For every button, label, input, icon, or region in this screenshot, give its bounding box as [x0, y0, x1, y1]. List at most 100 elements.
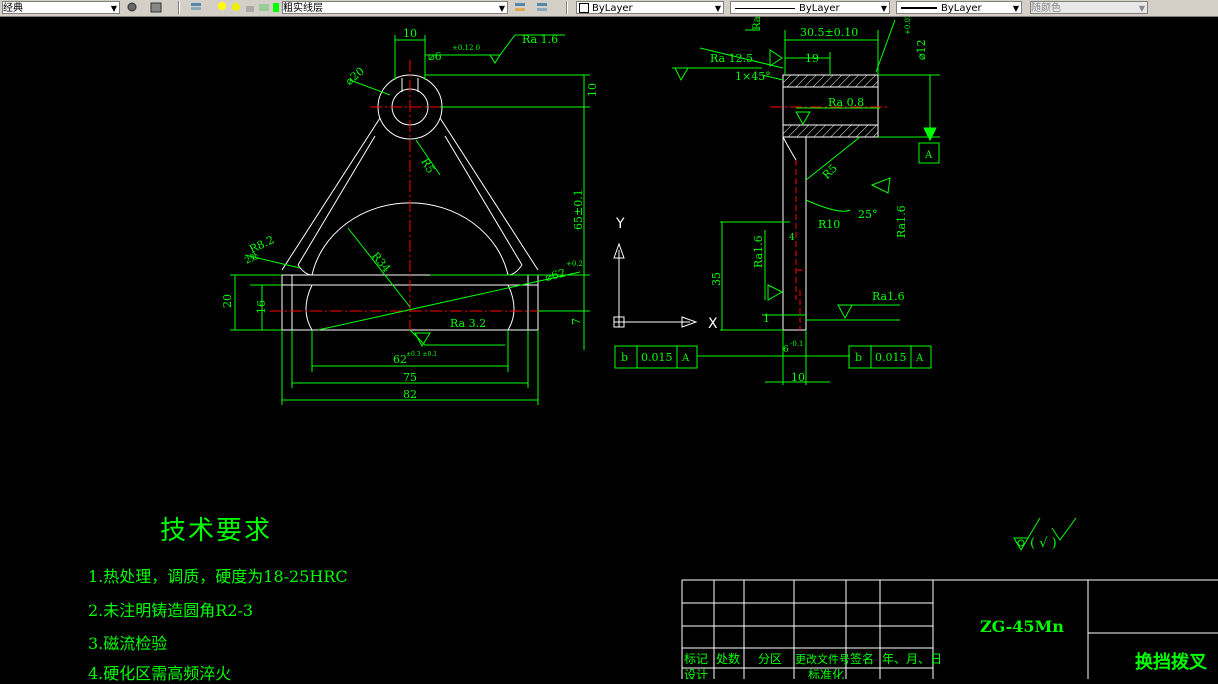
dim-text: +0.027: [904, 16, 912, 35]
fcf-datum: A: [915, 353, 924, 364]
dim-text: Ra 0.8: [828, 96, 864, 109]
roughness-symbol-icon: [795, 111, 811, 125]
dim-text: R5: [820, 162, 840, 182]
chevron-down-icon: ▼: [1012, 4, 1019, 13]
workspace-value: 经典: [3, 3, 23, 14]
dim-text: R10: [818, 218, 840, 231]
toolbar-separator: [178, 1, 180, 14]
dim-text: ⌀20: [343, 65, 367, 88]
roughness-symbol-icon: [767, 284, 784, 301]
fcf-right: [848, 345, 932, 369]
roughness-symbol-icon: [1013, 537, 1029, 551]
fork-fillet: [297, 264, 313, 276]
workspace-settings-icon[interactable]: [126, 1, 138, 13]
part-name-text: 换挡拨叉: [1135, 651, 1208, 673]
fillet-r5: [782, 136, 797, 161]
layer-bulb-icon[interactable]: [216, 1, 228, 13]
row-cell: 标准化: [808, 668, 844, 679]
front-dimensions: [230, 34, 590, 405]
header-cell: 分区: [758, 652, 782, 666]
dim-text: A: [924, 150, 933, 161]
dim-text: 1×45°: [735, 70, 771, 83]
plotstyle-dropdown[interactable]: 随颜色 ▼: [1030, 1, 1148, 14]
toolbar-separator: [566, 1, 568, 14]
lineweight-value: ByLayer: [941, 3, 982, 14]
color-dropdown[interactable]: ByLayer ▼: [576, 1, 724, 14]
fcf-datum: A: [681, 353, 690, 364]
side-dim-text: Ra 12.5 1×45° 19 30.5±0.10 Ra ⌀12 +0.027…: [621, 16, 933, 384]
roughness-symbol-icon: [489, 54, 501, 64]
dim-text: 35: [710, 272, 723, 286]
right-arm-inner: [444, 135, 523, 266]
dim-text: 1: [763, 312, 770, 325]
toolbar: 经典 ▼ 粗实线层 ▼ ByLayer ▼ ByLayer ▼ ByLayer …: [0, 0, 1218, 17]
workspace-dropdown[interactable]: 经典 ▼: [2, 1, 120, 14]
roughness-symbol-icon: [769, 49, 783, 67]
dim-text: Ra: [752, 16, 763, 30]
drawing-canvas[interactable]: 10 ⌀6 +0.12 0 Ra 1.6 ⌀20 10 R5 65±0.1 R8…: [0, 16, 1218, 679]
dim-text: 30.5±0.10: [800, 26, 858, 39]
dim-text: R34: [369, 250, 393, 275]
dim-text: 7: [570, 318, 583, 325]
dim-text: 19: [805, 52, 819, 65]
dim-text: 25°: [858, 208, 878, 221]
dim-text: Ra1.6: [895, 205, 908, 238]
general-roughness-note: [1013, 517, 1077, 551]
angle-arc: [805, 199, 851, 212]
dim-text: 10: [791, 371, 805, 384]
linetype-value: ByLayer: [799, 3, 840, 14]
fcf-symbol: b: [621, 351, 628, 364]
dim-text: Ra1.6: [872, 290, 905, 303]
layer-dropdown[interactable]: 粗实线层 ▼: [282, 1, 508, 14]
dim-text: ⌀6: [428, 50, 442, 63]
dim-text: 10: [586, 83, 599, 97]
dim-text: 65±0.1: [572, 189, 585, 230]
left-arm-inner: [297, 135, 376, 266]
side-view: [782, 74, 879, 331]
dim-text: +0.2: [566, 260, 583, 268]
lineweight-dropdown[interactable]: ByLayer ▼: [896, 1, 1022, 14]
roughness-note-text: ( √ ): [1030, 536, 1057, 551]
hatched-section-top: [782, 74, 879, 88]
tech-item: 1.热处理，调质，硬度为18-25HRC: [88, 567, 348, 586]
tech-requirements-title: 技术要求: [160, 516, 273, 546]
tech-item: 4.硬化区需高频淬火: [88, 664, 232, 683]
check-roughness-icon: [1051, 517, 1077, 541]
layer-sun-icon[interactable]: [230, 1, 242, 13]
linetype-dropdown[interactable]: ByLayer ▼: [730, 1, 890, 14]
fcf-tolerance: 0.015: [641, 351, 673, 364]
dim-text: 10: [403, 27, 417, 40]
datum-triangle-icon: [923, 127, 937, 142]
radius-leader: [347, 227, 411, 308]
header-cell: 处数: [716, 651, 740, 666]
ucs-y-arrow-icon: [613, 242, 625, 259]
header-cell: 更改文件号: [795, 652, 850, 666]
dim-text: -0.1: [790, 340, 804, 348]
roughness-symbol-icon: [414, 332, 431, 348]
chevron-down-icon: ▼: [714, 4, 721, 13]
dim-text: 16: [255, 300, 268, 314]
dim-text: 75: [403, 371, 417, 384]
left-arm-outer: [281, 117, 381, 271]
base-left-arc: [305, 284, 313, 331]
front-centerlines: [270, 60, 550, 330]
workspace-save-icon[interactable]: [150, 1, 162, 13]
layer-print-icon[interactable]: [258, 1, 270, 13]
chevron-down-icon: ▼: [1138, 4, 1145, 13]
header-cell: 标记: [684, 652, 708, 666]
base-right-arc: [507, 284, 515, 331]
chevron-down-icon: ▼: [110, 4, 117, 13]
chevron-down-icon: ▼: [880, 4, 887, 13]
layer-previous-icon[interactable]: [536, 1, 548, 13]
layer-color-swatch-icon[interactable]: [270, 1, 282, 13]
dim-text: +0.12 0: [452, 44, 480, 52]
leader: [805, 136, 861, 181]
layer-lock-icon[interactable]: [244, 1, 256, 13]
plotstyle-value: 随颜色: [1031, 3, 1061, 14]
leader: [875, 19, 896, 73]
leader: [244, 254, 301, 269]
layer-manager-icon[interactable]: [190, 1, 202, 13]
row-cell: 设计: [684, 668, 708, 679]
side-hidden-lines: [795, 160, 806, 330]
make-current-layer-icon[interactable]: [514, 1, 526, 13]
